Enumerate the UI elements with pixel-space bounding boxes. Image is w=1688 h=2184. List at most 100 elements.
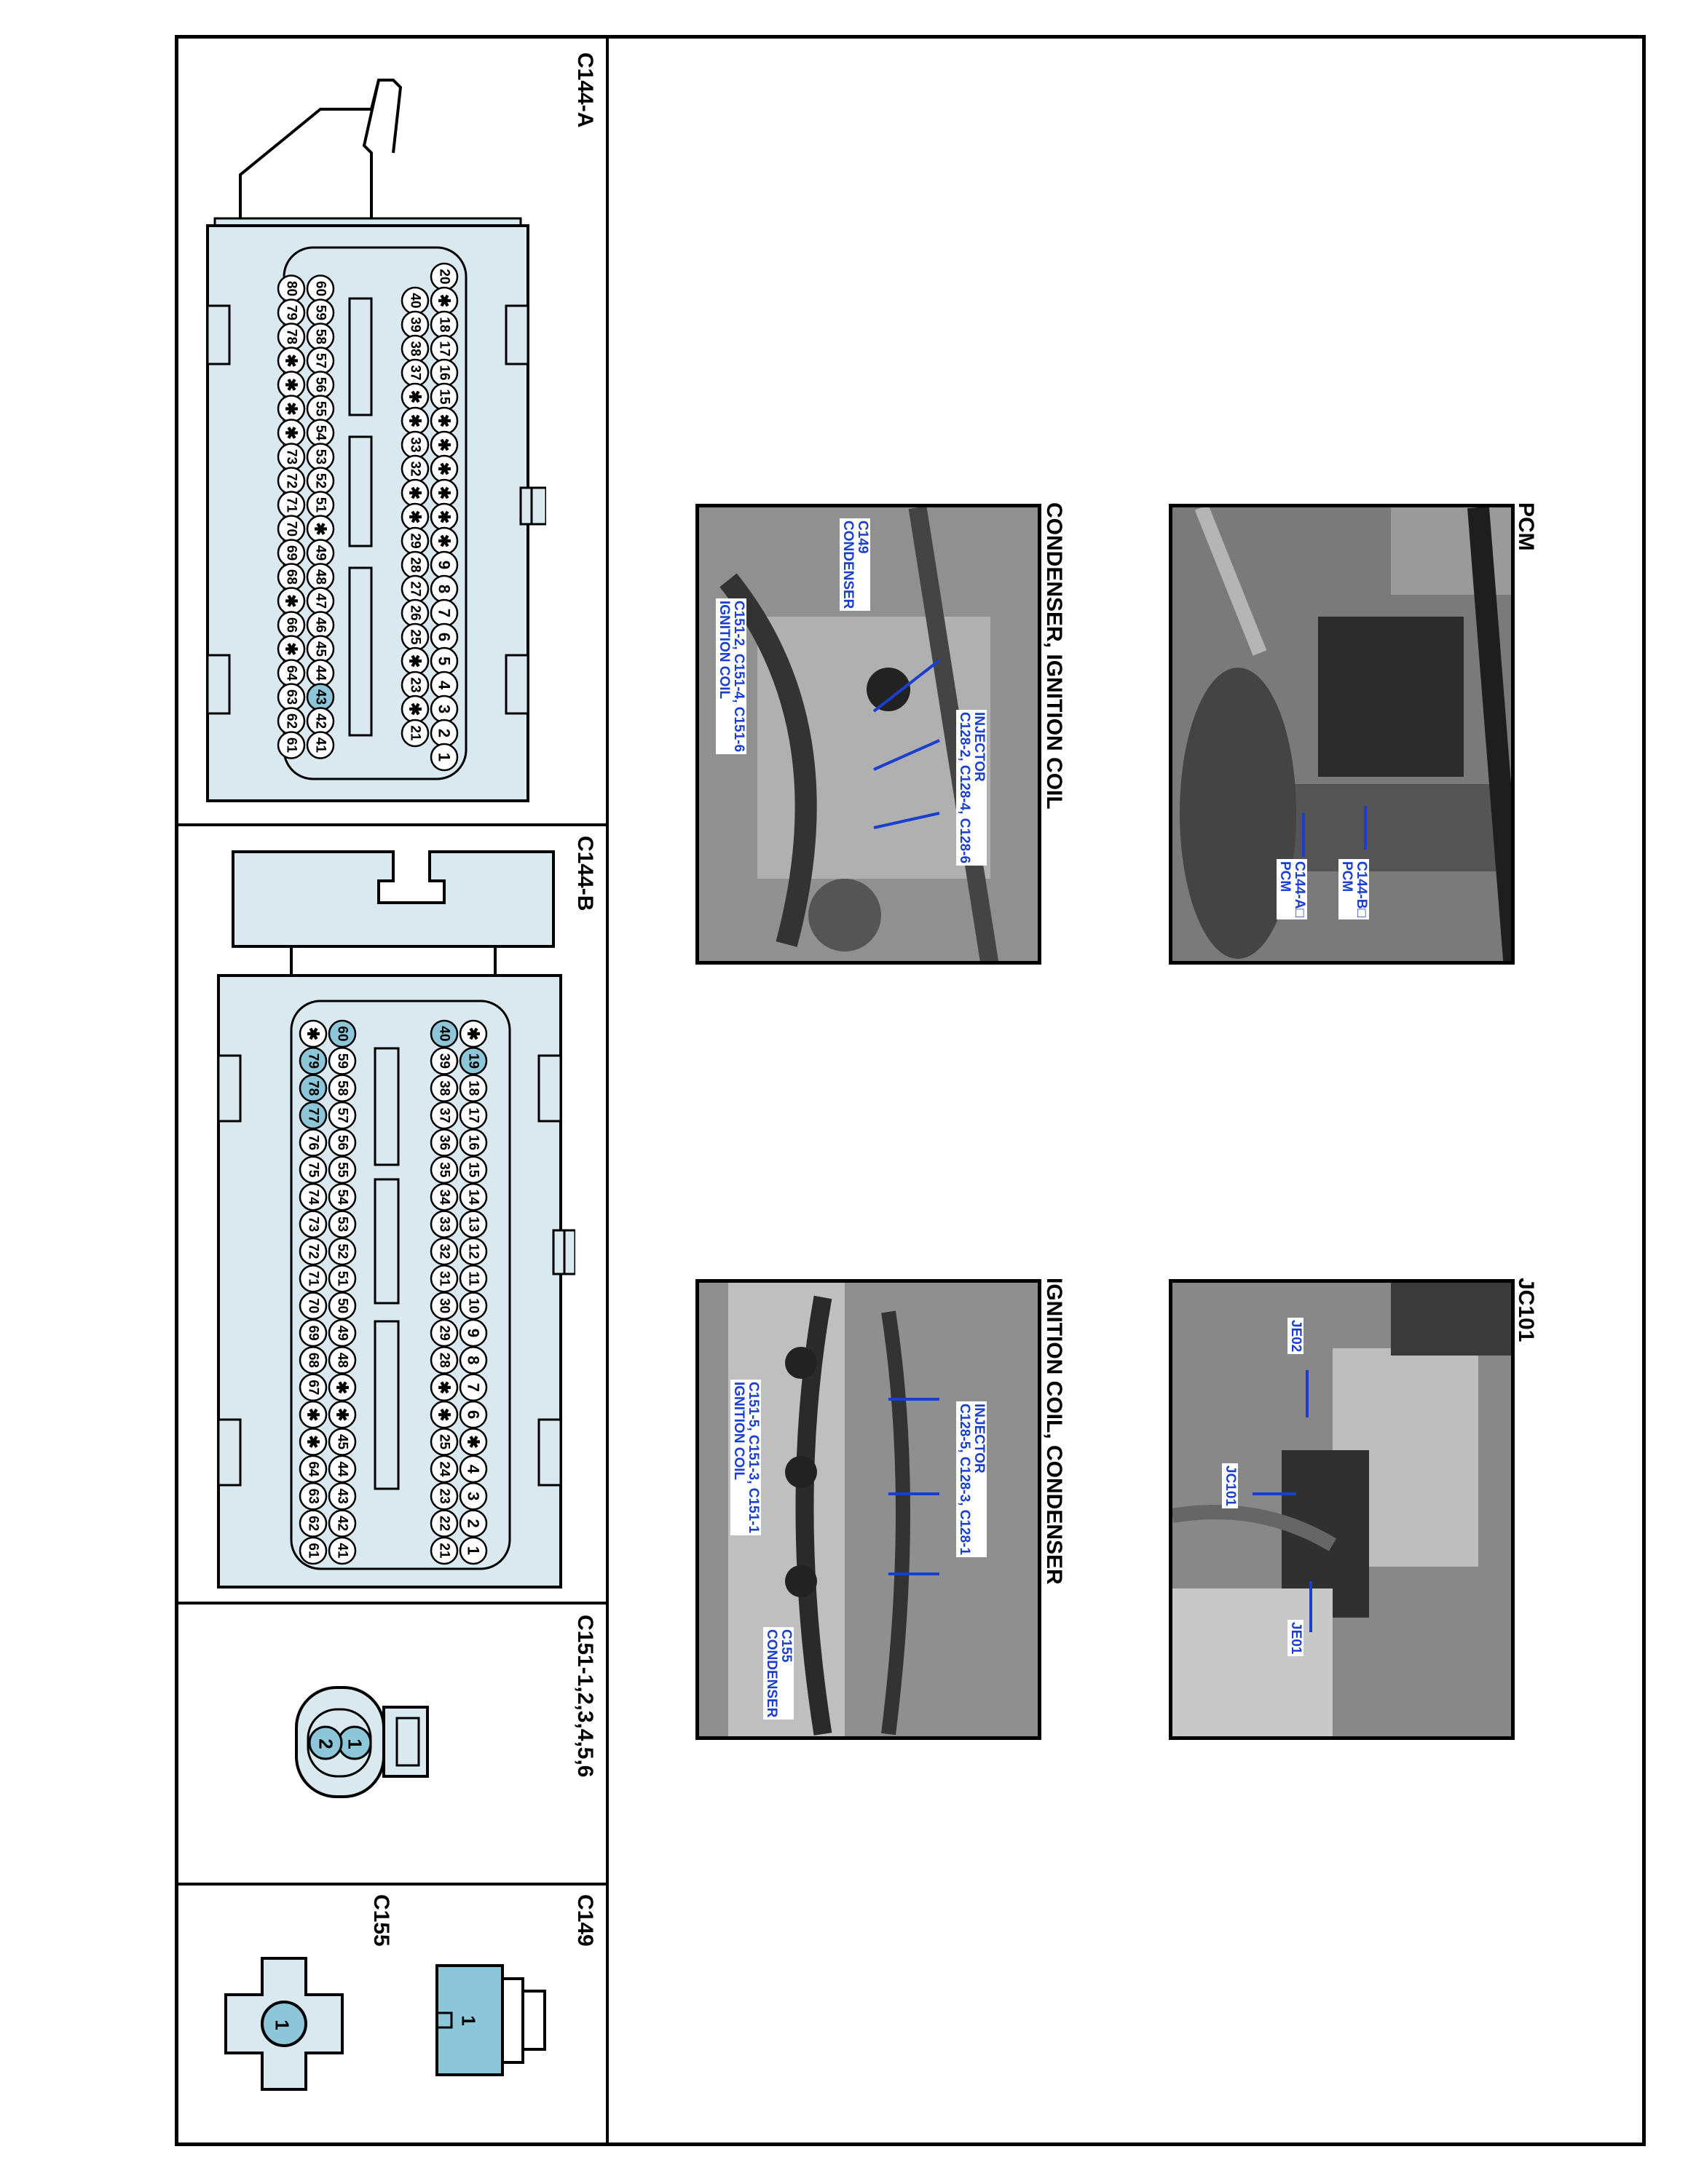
c155-connector: 1 (218, 1951, 350, 2097)
c144b-pin-label: 31 (437, 1271, 452, 1287)
divider-c144a (175, 823, 607, 826)
c144a-pin-label: 39 (408, 317, 423, 332)
c144b-pin-36 (430, 1128, 459, 1157)
c144b-pin-44 (328, 1455, 357, 1484)
c151-pin-2 (308, 1725, 343, 1760)
c144a-pin-label: ✱ (406, 510, 425, 523)
c144b-pin-28 (430, 1346, 459, 1374)
c144b-pin-51 (328, 1265, 357, 1293)
c144b-pin-label: 77 (306, 1108, 321, 1123)
c144b-pin-label: 70 (306, 1298, 321, 1313)
c144b-pin-label: 10 (466, 1298, 481, 1313)
c144b-pin-63 (299, 1482, 328, 1511)
diagram-frame (175, 35, 1646, 2146)
c144b-pin-72 (299, 1237, 328, 1266)
c144a-pin-label: ✱ (435, 486, 454, 499)
c144b-pin-17 (459, 1101, 488, 1130)
c144a-pin-label: 52 (313, 473, 328, 488)
condenser-ignition-photo-title: CONDENSER, IGNITION COIL (1042, 502, 1066, 810)
c144a-pin-label: ✱ (283, 378, 301, 391)
c144b-pin-label: 19 (466, 1053, 481, 1069)
c144b-pin-43 (328, 1482, 357, 1511)
pcm-label-c144b: C144-B□ PCM (1338, 859, 1369, 919)
c144b-pin-69 (299, 1318, 328, 1348)
c151-pin-2-label: 2 (315, 1738, 337, 1749)
c144a-pin-label: 32 (408, 461, 423, 476)
c144b-pin-blank (299, 1400, 328, 1429)
c144b-pin-62 (299, 1509, 328, 1538)
c144a-pin-label: 1 (435, 753, 454, 761)
c144a-pin-label: 21 (408, 725, 423, 741)
c144b-pin-label: 32 (437, 1243, 452, 1259)
c144a-pin-label: ✱ (283, 642, 301, 655)
c144b-pin-21 (430, 1536, 459, 1565)
c144b-pin-label: 15 (466, 1162, 481, 1178)
c144b-pin-label: 24 (437, 1461, 452, 1477)
c151-title: C151-1,2,3,4,5,6 (573, 1615, 597, 1778)
c144b-pin-label: 6 (465, 1410, 483, 1419)
c144b-pin-blank (430, 1373, 459, 1402)
c144b-pin-label: 18 (466, 1080, 481, 1096)
c144b-pin-label: 12 (466, 1243, 481, 1259)
c144b-pin-label: 29 (437, 1325, 452, 1340)
c144a-pin-21 (401, 719, 430, 748)
c144a-pin-label: 59 (313, 305, 328, 320)
c144a-pin-label: 55 (313, 401, 328, 417)
c144b-pin-38 (430, 1074, 459, 1102)
c144b-pin-23 (430, 1482, 459, 1511)
c144a-pin-label: 64 (284, 665, 299, 681)
c144a-pin-label: 43 (313, 689, 328, 705)
c149-pin-1-label: 1 (457, 2015, 480, 2026)
c144a-pin-label: 7 (435, 609, 454, 617)
c144b-pin-13 (459, 1210, 488, 1238)
c144b-pin-label: 39 (437, 1053, 452, 1069)
c144b-pin-label: 63 (306, 1489, 321, 1504)
c144b-pin-55 (328, 1155, 357, 1184)
c144a-pin-label: 17 (437, 341, 452, 356)
c144b-pin-label: ✱ (334, 1408, 352, 1421)
c144a-pin-label: ✱ (435, 438, 454, 451)
c144b-pin-71 (299, 1265, 328, 1293)
c144b-pin-label: 41 (335, 1543, 350, 1559)
c144b-pin-label: ✱ (435, 1381, 454, 1394)
c144b-pin-50 (328, 1291, 357, 1320)
c144b-pin-45 (328, 1428, 357, 1456)
c144a-pin-label: 54 (313, 425, 328, 441)
c144a-pin-label: 51 (313, 497, 328, 513)
c144b-pin-label: 21 (437, 1543, 452, 1559)
c144a-pin-label: 78 (284, 329, 299, 344)
c144b-pin-58 (328, 1074, 357, 1102)
c144b-pin-54 (328, 1182, 357, 1211)
c144b-pin-22 (430, 1509, 459, 1538)
c144a-pin-label: ✱ (406, 390, 425, 403)
c144a-pin-label: 61 (284, 737, 299, 753)
c144a-pin-label: 20 (437, 269, 452, 284)
c144a-pin-label: 49 (313, 545, 328, 561)
c144a-pin-label: ✱ (435, 294, 454, 307)
c144b-pin-blank (430, 1400, 459, 1429)
c144b-pin-24 (430, 1455, 459, 1484)
c144b-pin-label: 64 (306, 1461, 321, 1477)
divider-c144b (175, 1602, 607, 1605)
c144b-pin-label: 4 (465, 1465, 483, 1474)
c144b-pin-48 (328, 1346, 357, 1374)
c144b-pin-blank (299, 1019, 328, 1048)
c144b-pin-label: 35 (437, 1162, 452, 1178)
c144b-pin-label: 58 (335, 1080, 350, 1096)
c149-title: C149 (573, 1894, 597, 1947)
c144a-pin-61 (277, 731, 306, 759)
c144a-pin-41 (306, 731, 335, 759)
c144b-pin-label: 67 (306, 1380, 321, 1395)
c144a-pin-label: 2 (435, 729, 454, 737)
c144b-pin-15 (459, 1155, 488, 1184)
c144b-pin-label: 61 (306, 1543, 321, 1559)
c144a-pin-label: 47 (313, 593, 328, 609)
c144a-pin-label: 72 (284, 473, 299, 488)
c144b-pin-74 (299, 1182, 328, 1211)
c144b-pin-label: 54 (335, 1190, 350, 1206)
c144a-pin-label: 9 (435, 561, 454, 569)
c144a-title: C144-A (573, 52, 597, 128)
c144b-pin-67 (299, 1373, 328, 1402)
c144b-pin-53 (328, 1210, 357, 1238)
